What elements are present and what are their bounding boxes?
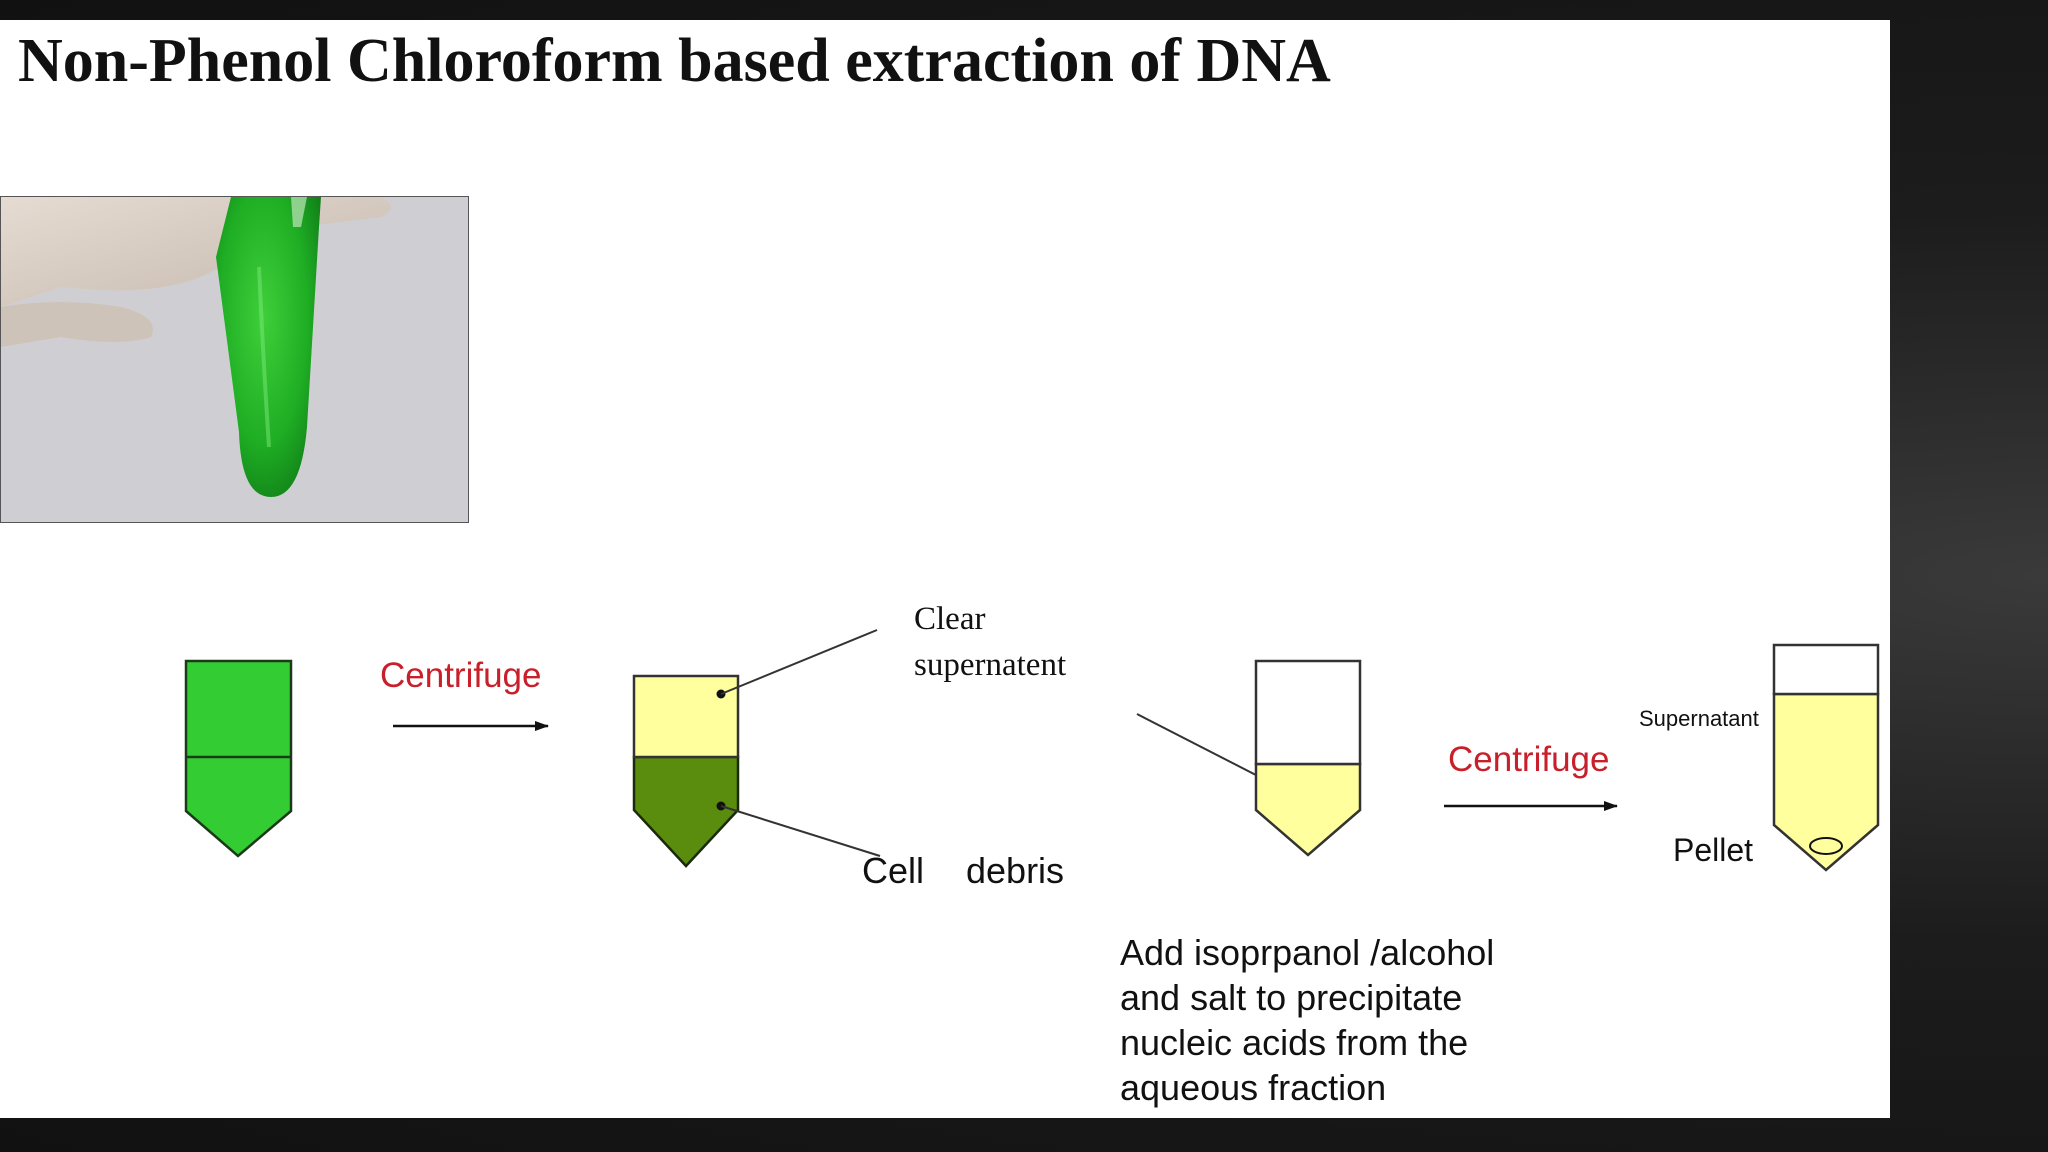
tube-centrifuged xyxy=(632,674,740,868)
tube-photo-illustration xyxy=(1,197,468,522)
instruction-line: nucleic acids from the xyxy=(1120,1022,1469,1063)
instruction-line: aqueous fraction xyxy=(1120,1067,1387,1108)
instruction-line: and salt to precipitate xyxy=(1120,977,1463,1018)
pellet-label: Pellet xyxy=(1673,832,1754,868)
cell-debris-leader xyxy=(720,805,881,857)
centrifuge-label-2: Centrifuge xyxy=(1448,740,1610,779)
precipitation-instructions: Add isoprpanol /alcohol and salt to prec… xyxy=(1120,930,1494,1110)
clear-supernatant-label: Clear supernatent xyxy=(914,596,1066,688)
supernatant-label: Supernatant xyxy=(1639,706,1759,731)
tube-pellet xyxy=(1772,643,1880,872)
green-tube-photo xyxy=(0,196,469,523)
clear-supernatant-leader xyxy=(720,629,878,695)
clear-supernatant-line2: supernatent xyxy=(914,647,1067,683)
pellet-mark xyxy=(1809,837,1843,855)
extraction-diagram xyxy=(184,629,1880,872)
slide-title: Non-Phenol Chloroform based extraction o… xyxy=(18,27,1331,95)
tube-supernatant-transfer xyxy=(1254,659,1362,857)
tube-lysate xyxy=(184,659,293,858)
centrifuge-label-1: Centrifuge xyxy=(380,656,542,695)
clear-supernatant-line1: Clear xyxy=(914,601,986,637)
instruction-line: Add isoprpanol /alcohol xyxy=(1120,932,1495,973)
cell-label: Cell xyxy=(862,850,925,891)
slide: Non-Phenol Chloroform based extraction o… xyxy=(0,20,1890,1118)
debris-label: debris xyxy=(966,850,1065,891)
